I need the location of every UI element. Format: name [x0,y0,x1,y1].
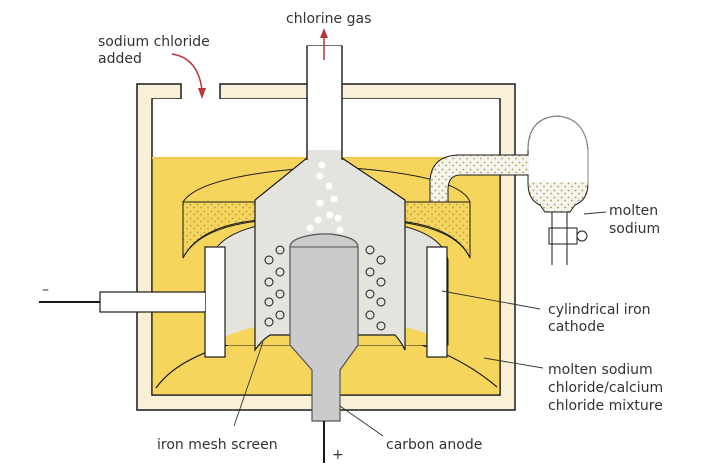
iron-mesh-screen [264,245,386,331]
chlorine-arrow [320,28,328,60]
label-mixture-1: molten sodium [548,362,653,378]
label-molten-sodium-1: molten [609,203,658,219]
label-molten-sodium-2: sodium [609,221,660,237]
sodium-reservoir [429,115,589,265]
chlorine-bubbles [306,161,344,234]
label-cathode-2: cathode [548,319,605,335]
label-iron-mesh-screen: iron mesh screen [157,437,278,453]
label-mixture-3: chloride mixture [548,398,663,414]
label-sodium-chloride-added-1: sodium chloride [98,34,210,50]
label-carbon-anode: carbon anode [386,437,482,453]
label-cathode-1: cylindrical iron [548,302,651,318]
cathode-block-left [204,246,226,358]
sodium-chloride-arrow [171,53,206,99]
label-negative-terminal: – [42,282,49,298]
leader-lines [233,211,607,437]
label-mixture-2: chloride/calcium [548,380,663,396]
label-sodium-chloride-added-2: added [98,51,142,67]
label-chlorine-gas: chlorine gas [286,11,371,27]
label-positive-terminal: + [332,447,344,463]
cathode-block-right [426,246,448,358]
carbon-anode [289,233,359,422]
